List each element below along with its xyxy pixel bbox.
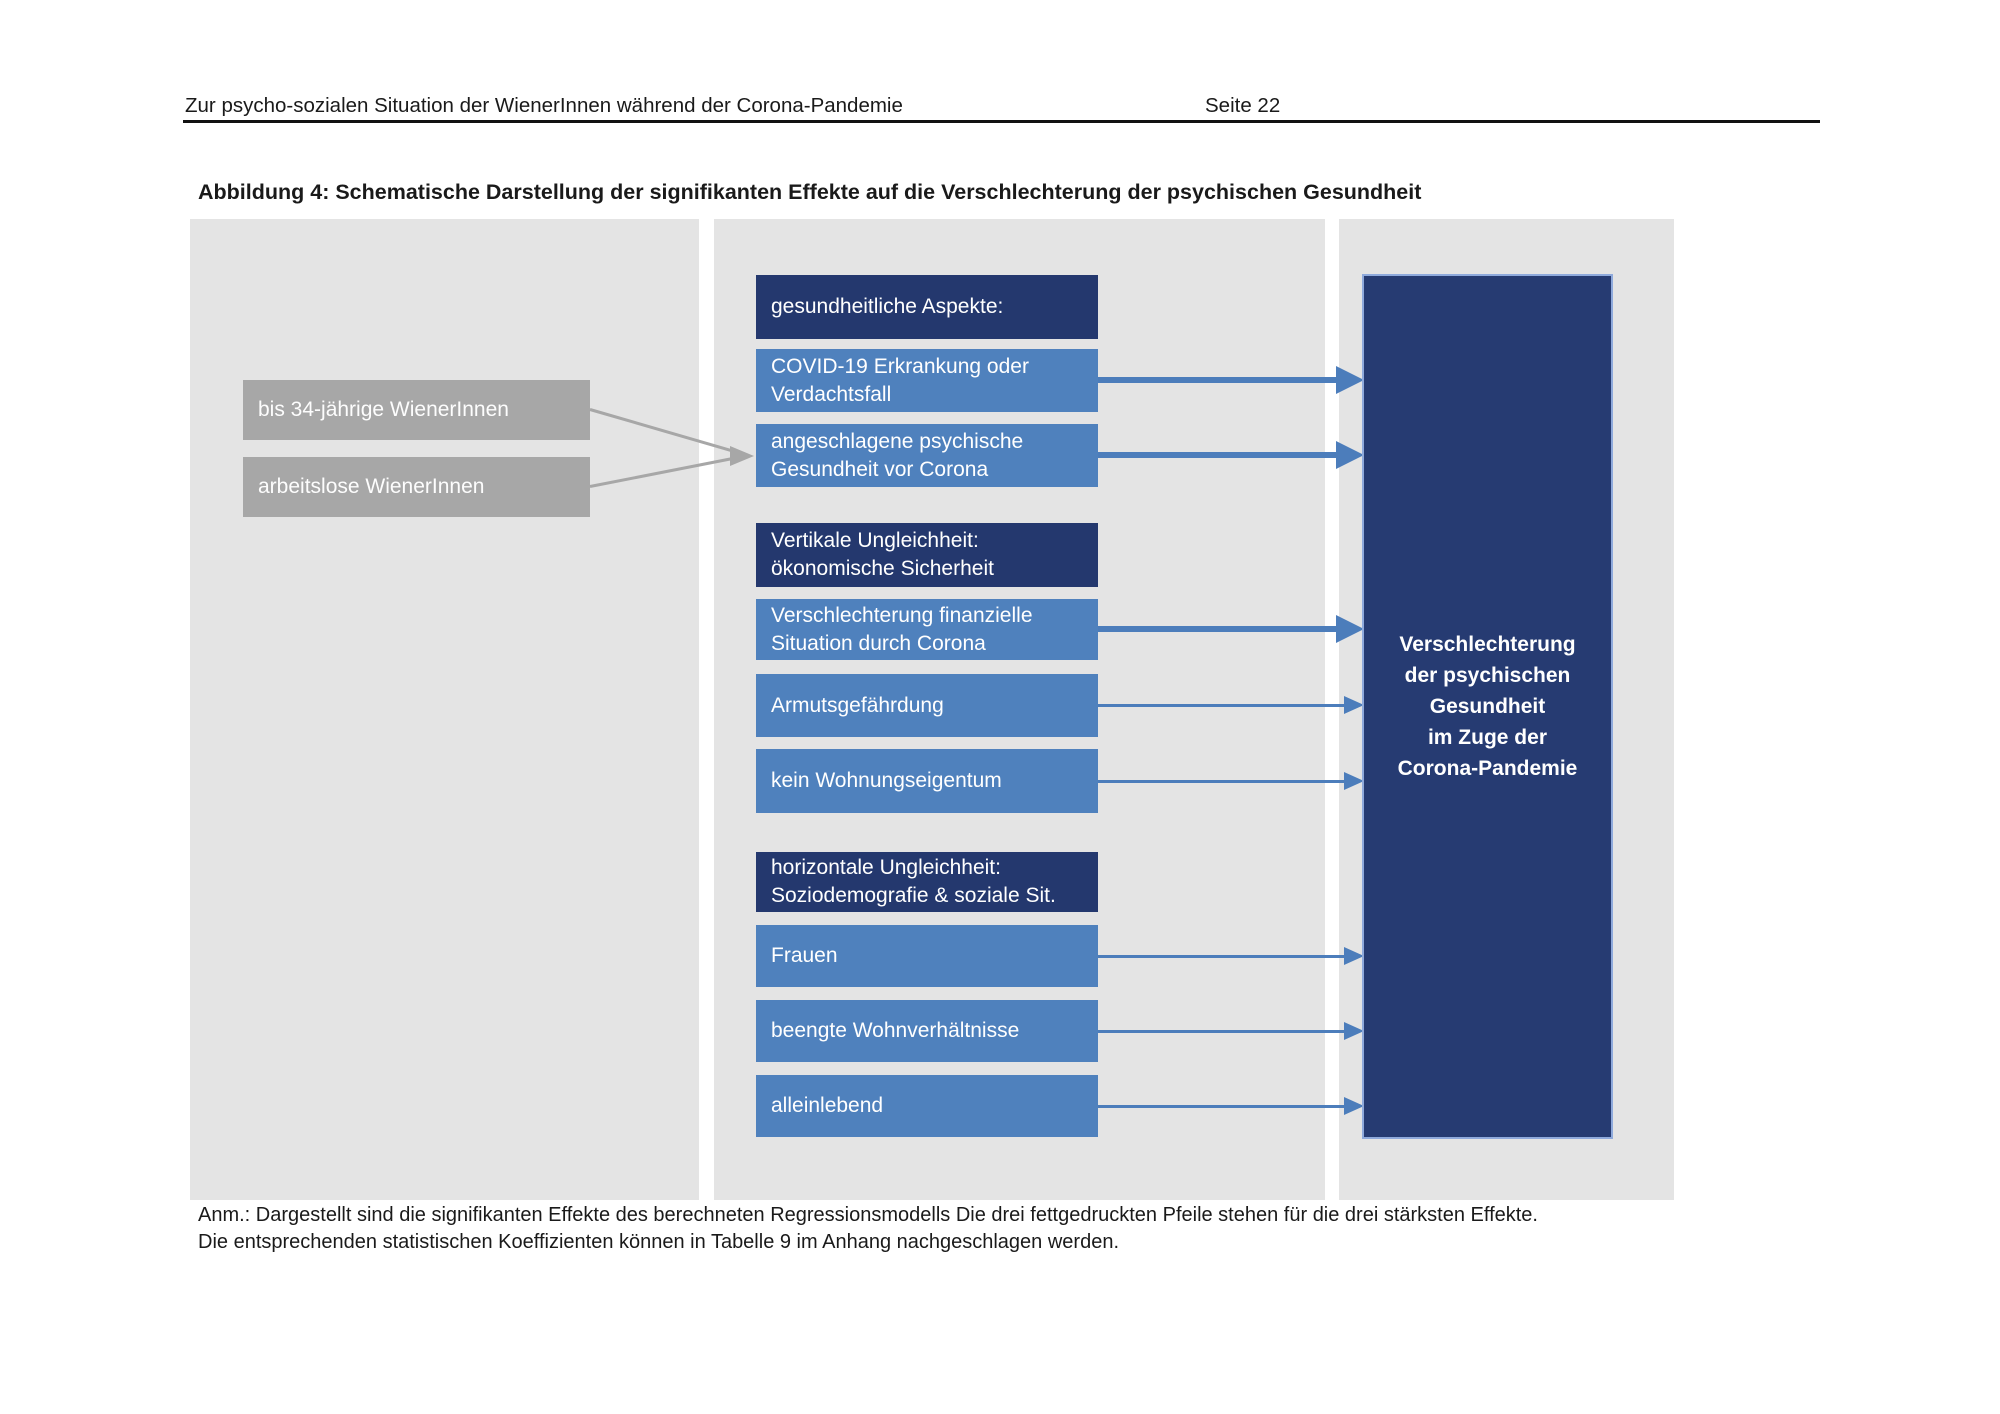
effect-arrow-strong-financial	[1098, 615, 1364, 643]
predictor-box-covid: COVID-19 Erkrankung oder Verdachtsfall	[756, 349, 1098, 412]
figure-note-line2: Die entsprechenden statistischen Koeffiz…	[198, 1231, 1120, 1253]
predictor-box-financial-deterioration: Verschlechterung finanzielle Situation d…	[756, 599, 1098, 660]
arrow-line	[1098, 377, 1336, 383]
arrow-head-icon	[1336, 366, 1364, 394]
arrow-line	[1098, 1104, 1344, 1108]
arrow-line	[1098, 703, 1344, 707]
arrow-head-icon	[1344, 1097, 1364, 1115]
effect-arrow-no-home-ownership	[1098, 772, 1364, 790]
predictor-box-cramped-housing: beengte Wohnverhältnisse	[756, 1000, 1098, 1062]
group-header-health: gesundheitliche Aspekte:	[756, 275, 1098, 339]
figure-title: Abbildung 4: Schematische Darstellung de…	[198, 180, 1422, 204]
predictor-box-living-alone: alleinlebend	[756, 1075, 1098, 1137]
header-rule	[183, 120, 1820, 123]
arrow-head-icon	[1344, 947, 1364, 965]
effect-arrow-strong-prior-mental-health	[1098, 441, 1364, 469]
arrow-head-icon	[1344, 772, 1364, 790]
arrow-head-icon	[1336, 615, 1364, 643]
effect-arrow-strong-covid	[1098, 366, 1364, 394]
effect-arrow-living-alone	[1098, 1097, 1364, 1115]
outcome-box: Verschlechterung der psychischen Gesundh…	[1362, 274, 1613, 1139]
predictor-box-prior-mental-health: angeschlagene psychische Gesundheit vor …	[756, 424, 1098, 487]
predictor-box-age: bis 34-jährige WienerInnen	[243, 380, 590, 440]
connector-arrowhead-icon	[730, 446, 754, 466]
effect-arrow-poverty-risk	[1098, 696, 1364, 714]
arrow-head-icon	[1344, 1022, 1364, 1040]
group-header-vertical-inequality: Vertikale Ungleichheit: ökonomische Sich…	[756, 523, 1098, 587]
arrow-line	[1098, 452, 1336, 458]
panel-left-predictors	[190, 219, 699, 1200]
predictor-box-no-home-ownership: kein Wohnungseigentum	[756, 749, 1098, 813]
figure-note-line1: Anm.: Dargestellt sind die signifikanten…	[198, 1204, 1538, 1226]
effect-arrow-cramped-housing	[1098, 1022, 1364, 1040]
arrow-line	[1098, 1029, 1344, 1033]
page-number: Seite 22	[1205, 94, 1281, 117]
predictor-box-poverty-risk: Armutsgefährdung	[756, 674, 1098, 737]
running-header-title: Zur psycho-sozialen Situation der Wiener…	[185, 94, 903, 117]
predictor-box-women: Frauen	[756, 925, 1098, 987]
arrow-line	[1098, 626, 1336, 632]
predictor-box-unemployed: arbeitslose WienerInnen	[243, 457, 590, 517]
arrow-head-icon	[1344, 696, 1364, 714]
arrow-line	[1098, 779, 1344, 783]
group-header-horizontal-inequality: horizontale Ungleichheit: Soziodemografi…	[756, 852, 1098, 912]
effect-arrow-women	[1098, 947, 1364, 965]
arrow-head-icon	[1336, 441, 1364, 469]
arrow-line	[1098, 954, 1344, 958]
